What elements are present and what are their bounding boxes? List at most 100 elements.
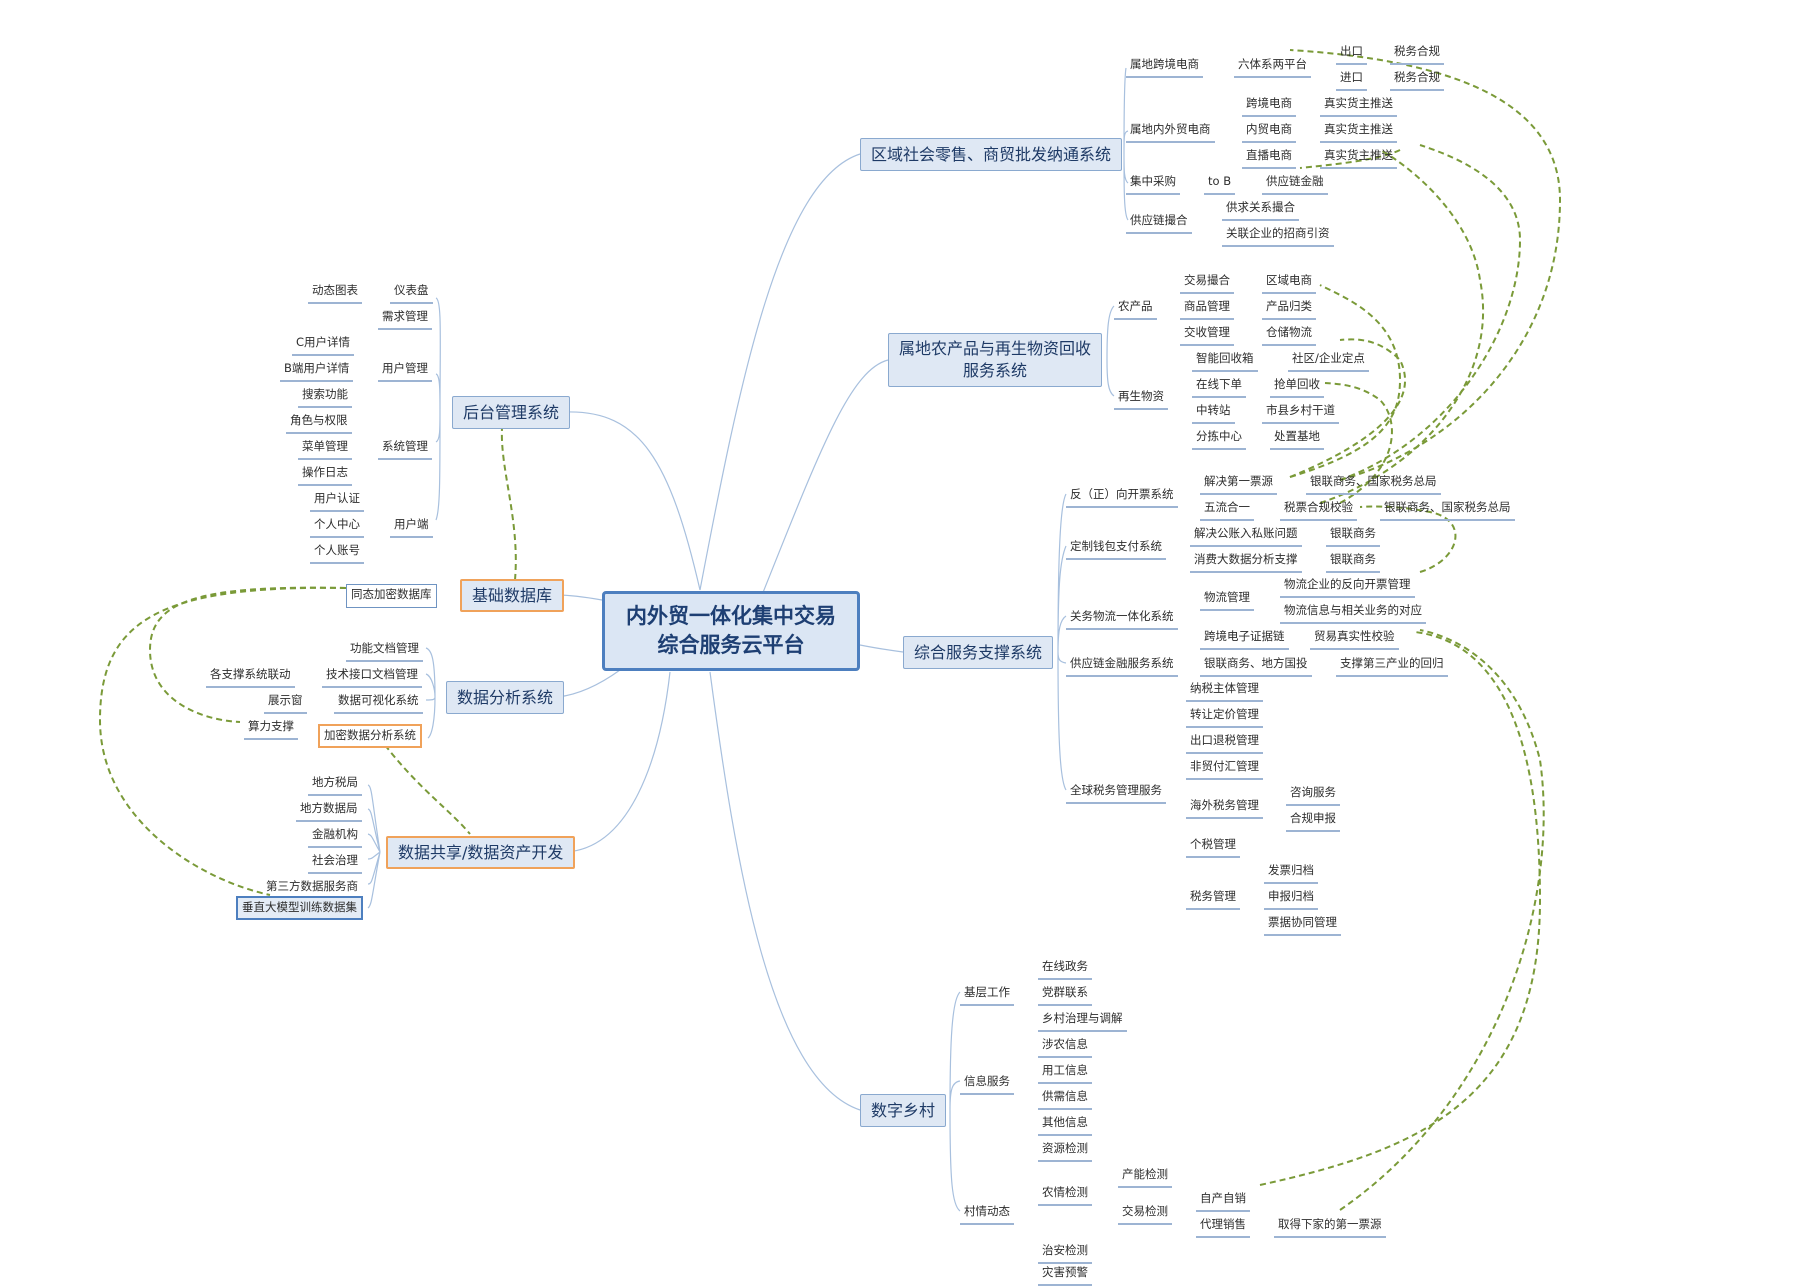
leaf-s-chain[interactable]: 跨境电子证据链 xyxy=(1200,626,1289,650)
leaf-v-supply[interactable]: 供需信息 xyxy=(1038,1086,1092,1110)
leaf-s-archive1[interactable]: 发票归档 xyxy=(1264,860,1318,884)
leaf-v-self[interactable]: 自产自销 xyxy=(1196,1188,1250,1212)
leaf-s-bigdata[interactable]: 消费大数据分析支撑 xyxy=(1190,549,1302,573)
leaf-s-finance[interactable]: 供应链金融服务系统 xyxy=(1066,653,1178,677)
leaf-s-overseas[interactable]: 海外税务管理 xyxy=(1186,795,1263,819)
node-data-analysis[interactable]: 数据分析系统 xyxy=(446,681,565,714)
leaf-r-six[interactable]: 六体系两平台 xyxy=(1234,54,1311,78)
leaf-s-transfer[interactable]: 转让定价管理 xyxy=(1186,704,1263,728)
leaf-s-tax[interactable]: 全球税务管理服务 xyxy=(1066,780,1166,804)
node-retail-system[interactable]: 区域社会零售、商贸批发纳通系统 xyxy=(860,138,1123,171)
leaf-n-visual[interactable]: 数据可视化系统 xyxy=(334,690,423,714)
leaf-r-tob[interactable]: to B xyxy=(1204,171,1236,195)
box-homomorphic-db[interactable]: 同态加密数据库 xyxy=(346,584,437,608)
leaf-s-consult[interactable]: 咨询服务 xyxy=(1286,782,1340,806)
leaf-s-personal[interactable]: 个税管理 xyxy=(1186,834,1240,858)
leaf-h-tax[interactable]: 地方税局 xyxy=(308,772,362,796)
leaf-h-data[interactable]: 地方数据局 xyxy=(296,798,362,822)
leaf-v-trade[interactable]: 交易检测 xyxy=(1118,1201,1172,1225)
leaf-b-cuser[interactable]: C用户详情 xyxy=(292,332,355,356)
leaf-s-bank3[interactable]: 银联商务、地方国投 xyxy=(1200,653,1312,677)
node-service-support[interactable]: 综合服务支撑系统 xyxy=(903,636,1054,669)
leaf-r-tax1[interactable]: 税务合规 xyxy=(1390,41,1444,65)
leaf-a-sort[interactable]: 分拣中心 xyxy=(1192,426,1246,450)
leaf-v-agri[interactable]: 涉农信息 xyxy=(1038,1034,1092,1058)
leaf-r-live[interactable]: 直播电商 xyxy=(1242,145,1296,169)
leaf-s-report[interactable]: 合规申报 xyxy=(1286,808,1340,832)
leaf-a-recycle[interactable]: 再生物资 xyxy=(1114,386,1168,410)
leaf-s-collab[interactable]: 票据协同管理 xyxy=(1264,912,1341,936)
leaf-r-cbe[interactable]: 跨境电商 xyxy=(1242,93,1296,117)
leaf-s-match[interactable]: 物流信息与相关业务的对应 xyxy=(1280,600,1426,624)
leaf-v-employ[interactable]: 用工信息 xyxy=(1038,1060,1092,1084)
leaf-r-push1[interactable]: 真实货主推送 xyxy=(1320,93,1397,117)
leaf-v-govern[interactable]: 乡村治理与调解 xyxy=(1038,1008,1127,1032)
leaf-s-nontrade[interactable]: 非贸付汇管理 xyxy=(1186,756,1263,780)
leaf-s-wallet[interactable]: 定制钱包支付系统 xyxy=(1066,536,1166,560)
central-node[interactable]: 内外贸一体化集中交易 综合服务云平台 xyxy=(602,591,860,671)
leaf-a-transfer[interactable]: 中转站 xyxy=(1192,400,1235,424)
leaf-a-online[interactable]: 在线下单 xyxy=(1192,374,1246,398)
leaf-v-first[interactable]: 取得下家的第一票源 xyxy=(1274,1214,1386,1238)
leaf-b-menu[interactable]: 菜单管理 xyxy=(298,436,352,460)
leaf-s-invoice[interactable]: 反（正）向开票系统 xyxy=(1066,484,1178,508)
leaf-r-import[interactable]: 进口 xyxy=(1336,67,1367,91)
leaf-n-link[interactable]: 各支撑系统联动 xyxy=(206,664,295,688)
leaf-r-crossborder[interactable]: 属地跨境电商 xyxy=(1126,54,1203,78)
leaf-r-export[interactable]: 出口 xyxy=(1336,41,1367,65)
leaf-b-center[interactable]: 个人中心 xyxy=(310,514,364,538)
leaf-s-taxpayer[interactable]: 纳税主体管理 xyxy=(1186,678,1263,702)
leaf-b-role[interactable]: 角色与权限 xyxy=(286,410,352,434)
node-base-database[interactable]: 基础数据库 xyxy=(460,579,565,612)
leaf-r-supply[interactable]: 供求关系撮合 xyxy=(1222,197,1299,221)
leaf-v-resource[interactable]: 资源检测 xyxy=(1038,1138,1092,1162)
leaf-s-five[interactable]: 五流合一 xyxy=(1200,497,1254,521)
leaf-a-community[interactable]: 社区/企业定点 xyxy=(1288,348,1369,372)
node-digital-village[interactable]: 数字乡村 xyxy=(860,1094,947,1127)
leaf-v-info[interactable]: 信息服务 xyxy=(960,1071,1014,1095)
leaf-v-gov[interactable]: 在线政务 xyxy=(1038,956,1092,980)
leaf-r-dte[interactable]: 内贸电商 xyxy=(1242,119,1296,143)
leaf-b-auth[interactable]: 用户认证 xyxy=(310,488,364,512)
leaf-a-regional[interactable]: 区域电商 xyxy=(1262,270,1316,294)
leaf-b-dashboard[interactable]: 仪表盘 xyxy=(390,280,433,304)
leaf-s-bank2[interactable]: 银联商务、国家税务总局 xyxy=(1380,497,1515,521)
leaf-h-social[interactable]: 社会治理 xyxy=(308,850,362,874)
leaf-s-private[interactable]: 解决公账入私账问题 xyxy=(1190,523,1302,547)
leaf-s-verify[interactable]: 贸易真实性校验 xyxy=(1310,626,1399,650)
leaf-r-invest[interactable]: 关联企业的招商引资 xyxy=(1222,223,1334,247)
leaf-a-market[interactable]: 市县乡村干道 xyxy=(1262,400,1339,424)
leaf-s-union2[interactable]: 银联商务 xyxy=(1326,549,1380,573)
leaf-a-trade[interactable]: 交易撮合 xyxy=(1180,270,1234,294)
leaf-b-buser[interactable]: B端用户详情 xyxy=(280,358,354,382)
leaf-b-client[interactable]: 用户端 xyxy=(390,514,433,538)
box-model-dataset[interactable]: 垂直大模型训练数据集 xyxy=(236,896,363,920)
leaf-b-search[interactable]: 搜索功能 xyxy=(298,384,352,408)
leaf-n-show[interactable]: 展示窗 xyxy=(264,690,307,714)
leaf-b-log[interactable]: 操作日志 xyxy=(298,462,352,486)
leaf-v-dynamic[interactable]: 村情动态 xyxy=(960,1201,1014,1225)
leaf-n-api[interactable]: 技术接口文档管理 xyxy=(322,664,422,688)
leaf-b-user[interactable]: 用户管理 xyxy=(378,358,432,382)
leaf-r-purchase[interactable]: 集中采购 xyxy=(1126,171,1180,195)
leaf-b-account[interactable]: 个人账号 xyxy=(310,540,364,564)
leaf-r-domestic[interactable]: 属地内外贸电商 xyxy=(1126,119,1215,143)
leaf-a-goods[interactable]: 商品管理 xyxy=(1180,296,1234,320)
leaf-s-first[interactable]: 解决第一票源 xyxy=(1200,471,1277,495)
leaf-b-demand[interactable]: 需求管理 xyxy=(378,306,432,330)
leaf-h-bank[interactable]: 金融机构 xyxy=(308,824,362,848)
leaf-a-smart[interactable]: 智能回收箱 xyxy=(1192,348,1258,372)
leaf-r-scf[interactable]: 供应链金融 xyxy=(1262,171,1328,195)
leaf-s-bank1[interactable]: 银联商务、国家税务总局 xyxy=(1306,471,1441,495)
leaf-s-third[interactable]: 支撑第三产业的回归 xyxy=(1336,653,1448,677)
leaf-r-push2[interactable]: 真实货主推送 xyxy=(1320,119,1397,143)
leaf-v-agent[interactable]: 代理销售 xyxy=(1196,1214,1250,1238)
leaf-a-farm[interactable]: 农产品 xyxy=(1114,296,1157,320)
leaf-s-union1[interactable]: 银联商务 xyxy=(1326,523,1380,547)
leaf-r-tax2[interactable]: 税务合规 xyxy=(1390,67,1444,91)
box-encrypted-analysis[interactable]: 加密数据分析系统 xyxy=(318,724,422,748)
leaf-a-grab[interactable]: 抢单回收 xyxy=(1270,374,1324,398)
node-data-sharing[interactable]: 数据共享/数据资产开发 xyxy=(386,836,576,869)
leaf-s-logistics[interactable]: 物流管理 xyxy=(1200,587,1254,611)
leaf-v-capacity[interactable]: 产能检测 xyxy=(1118,1164,1172,1188)
